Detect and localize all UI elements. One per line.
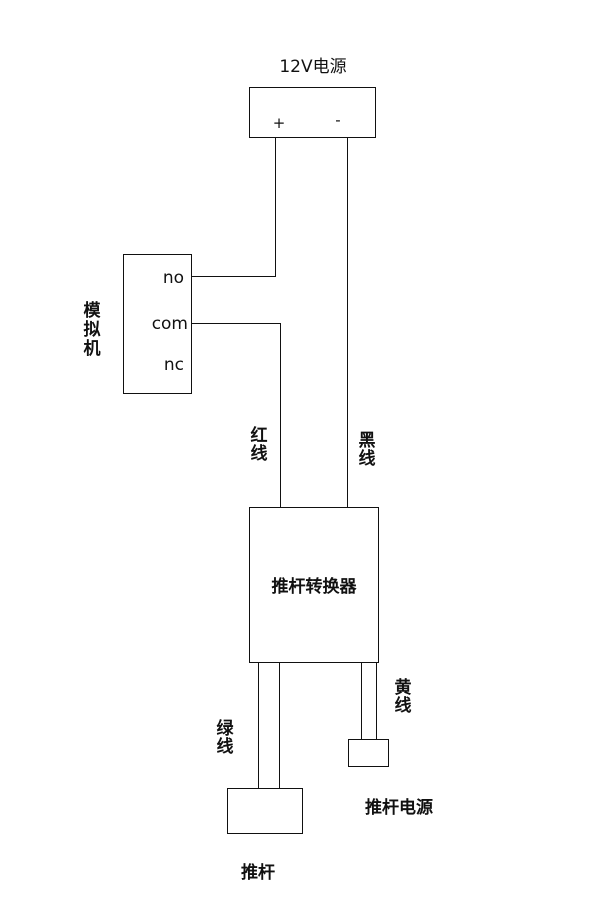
wire-label-red-2: 线 [251, 443, 268, 464]
wire-red-com [192, 323, 281, 507]
terminal-no: no [163, 268, 184, 288]
actuator-power-box [348, 739, 389, 767]
converter-box [249, 507, 379, 663]
wire-label-black-1: 黑 [359, 431, 376, 451]
power-minus-terminal: - [335, 111, 340, 129]
converter-label: 推杆转换器 [272, 576, 358, 597]
actuator-power-label: 推杆电源 [365, 797, 433, 818]
wire-label-black-2: 线 [359, 448, 376, 469]
power-supply-title: 12V电源 [279, 57, 346, 77]
simulator-box [123, 254, 192, 394]
power-supply-box [249, 87, 376, 138]
wire-label-green-1: 绿 [217, 718, 235, 739]
wire-no-to-plus [192, 138, 276, 277]
actuator-label: 推杆 [241, 862, 275, 883]
power-plus-terminal: + [273, 114, 286, 132]
actuator-box [227, 788, 303, 834]
terminal-nc: nc [164, 355, 184, 375]
simulator-label-char-2: 拟 [84, 319, 101, 340]
simulator-label-char-3: 机 [84, 338, 101, 359]
terminal-com: com [152, 314, 188, 334]
wire-label-yellow-2: 线 [395, 695, 412, 716]
wire-label-red-1: 红 [251, 425, 268, 446]
simulator-label-char-1: 模 [84, 300, 102, 321]
wire-label-green-2: 线 [217, 736, 234, 757]
wire-label-yellow-1: 黄 [395, 677, 412, 698]
